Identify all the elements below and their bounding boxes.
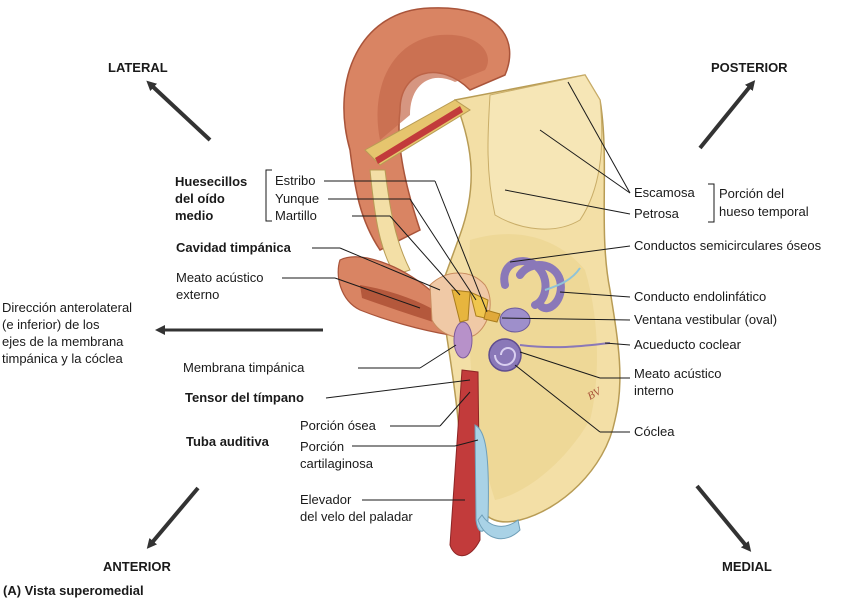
tube-cartilage xyxy=(474,424,489,532)
ossicle-stapes xyxy=(483,309,501,323)
orientation-posterior: POSTERIOR xyxy=(711,60,788,75)
label-direccion-1: Dirección anterolateral xyxy=(2,300,133,315)
cut-wall-lower xyxy=(369,169,411,276)
label-direccion-3: ejes de la membrana xyxy=(2,334,124,349)
arrow-lateral xyxy=(146,80,212,142)
tube-tip xyxy=(477,514,521,540)
label-membrana-timpanica: Membrana timpánica xyxy=(183,360,305,375)
label-meato-externo-1: Meato acústico xyxy=(176,270,264,285)
leader-lines-right xyxy=(501,81,631,433)
label-huesecillos-1: Huesecillos xyxy=(175,174,248,189)
orientation-medial: MEDIAL xyxy=(722,559,772,574)
arrow-posterior xyxy=(698,80,756,150)
label-tuba-auditiva: Tuba auditiva xyxy=(186,434,269,449)
label-petrosa: Petrosa xyxy=(634,206,679,221)
orientation-lateral: LATERAL xyxy=(108,60,168,75)
label-tensor-timpano: Tensor del tímpano xyxy=(185,390,304,405)
label-porcion-hueso-2: hueso temporal xyxy=(719,204,809,219)
label-conducto-endolinfatico: Conducto endolinfático xyxy=(634,289,767,304)
petrous-shadow xyxy=(468,234,597,501)
label-meato-externo-2: externo xyxy=(176,287,220,302)
label-escamosa: Escamosa xyxy=(634,185,695,200)
label-huesecillos-3: medio xyxy=(175,208,214,223)
label-porcion-osea: Porción ósea xyxy=(300,418,376,433)
label-direccion-4: timpánica y la cóclea xyxy=(2,351,123,366)
ossicles-bracket xyxy=(265,169,272,222)
squamous-plate xyxy=(487,74,603,230)
label-meato-interno-1: Meato acústico xyxy=(634,366,722,381)
label-martillo: Martillo xyxy=(275,208,317,223)
cut-wall-red xyxy=(375,106,463,164)
label-ventana-vestibular: Ventana vestibular (oval) xyxy=(634,312,778,327)
label-porcion-cart-1: Porción xyxy=(300,439,345,454)
label-acueducto-coclear: Acueducto coclear xyxy=(634,337,741,352)
tympanic-membrane-shape xyxy=(453,321,473,359)
arrow-anterior xyxy=(146,486,200,549)
temporal-bracket xyxy=(708,183,715,223)
endolymphatic-duct xyxy=(544,267,581,291)
cochlear-aqueduct-line xyxy=(519,342,611,349)
label-elevador-2: del velo del paladar xyxy=(300,509,413,524)
label-porcion-cart-2: cartilaginosa xyxy=(300,456,373,471)
label-estribo: Estribo xyxy=(275,173,316,188)
arrow-medial xyxy=(695,484,752,552)
label-elevador-1: Elevador xyxy=(300,492,352,507)
tube-red xyxy=(449,369,481,557)
label-huesecillos-2: del oído xyxy=(175,191,225,206)
vestibule xyxy=(499,307,531,333)
auricle-inner-fold xyxy=(377,34,488,140)
cochlea-shape xyxy=(488,338,522,372)
label-yunque: Yunque xyxy=(275,191,320,206)
leader-lines-left xyxy=(282,180,488,501)
label-conductos-semicirculares: Conductos semicirculares óseos xyxy=(634,238,822,253)
label-coclea: Cóclea xyxy=(634,424,675,439)
orientation-anterior: ANTERIOR xyxy=(103,559,171,574)
label-meato-interno-2: interno xyxy=(634,383,674,398)
meatus-canal xyxy=(360,285,448,326)
label-direccion-2: (e inferior) de los xyxy=(2,317,100,332)
label-porcion-hueso-1: Porción del xyxy=(719,186,785,201)
figure-caption: (A) Vista superomedial xyxy=(3,583,144,598)
ossicle-malleus xyxy=(451,289,471,323)
semicircular-canals xyxy=(500,257,565,313)
label-cavidad-timpanica: Cavidad timpánica xyxy=(176,240,291,255)
